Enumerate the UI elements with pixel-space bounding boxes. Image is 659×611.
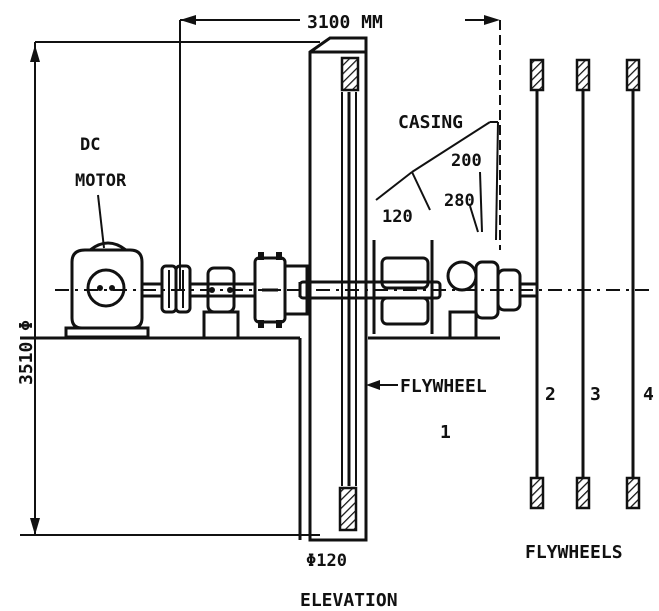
flywheel-1-leader bbox=[366, 380, 398, 390]
dim-280-leader bbox=[469, 205, 479, 233]
flywheel-4-number: 4 bbox=[643, 384, 654, 405]
flywheel-4 bbox=[625, 58, 641, 510]
casing-label: CASING bbox=[398, 112, 463, 133]
span-dimension-label: 3100 MM bbox=[307, 12, 383, 33]
height-dimension-line bbox=[20, 41, 320, 536]
flywheels-label: FLYWHEELS bbox=[525, 542, 623, 563]
dim-200-leader bbox=[479, 171, 483, 233]
motor-coupling bbox=[142, 264, 192, 314]
flywheel-label: FLYWHEEL bbox=[400, 376, 487, 397]
ground-floor bbox=[20, 336, 500, 540]
flywheel-1 bbox=[308, 36, 368, 542]
bearing-left bbox=[190, 266, 255, 340]
elevation-title: ELEVATION bbox=[300, 590, 398, 611]
height-dimension-label: 3510 Φ bbox=[16, 320, 37, 385]
span-dimension-line bbox=[179, 15, 501, 290]
flywheel-1-number: 1 bbox=[440, 422, 451, 443]
dimension-120-label: 120 bbox=[382, 207, 413, 227]
flywheel-3-number: 3 bbox=[590, 384, 601, 405]
casing-bearing-right bbox=[372, 240, 538, 340]
casing-leaders bbox=[375, 121, 499, 241]
flywheel-2 bbox=[529, 58, 545, 510]
dc-motor-label-line2: MOTOR bbox=[75, 171, 127, 191]
flywheel-2-number: 2 bbox=[545, 384, 556, 405]
dc-motor bbox=[64, 194, 150, 339]
flanged-coupling bbox=[253, 252, 309, 328]
dimension-280-label: 280 bbox=[444, 191, 475, 211]
dc-motor-label-line1: DC bbox=[80, 135, 100, 155]
dimension-200-label: 200 bbox=[451, 151, 482, 171]
flywheel-3 bbox=[575, 58, 591, 510]
bottom-width-label: Φ120 bbox=[306, 551, 347, 571]
main-shaft bbox=[298, 280, 442, 300]
